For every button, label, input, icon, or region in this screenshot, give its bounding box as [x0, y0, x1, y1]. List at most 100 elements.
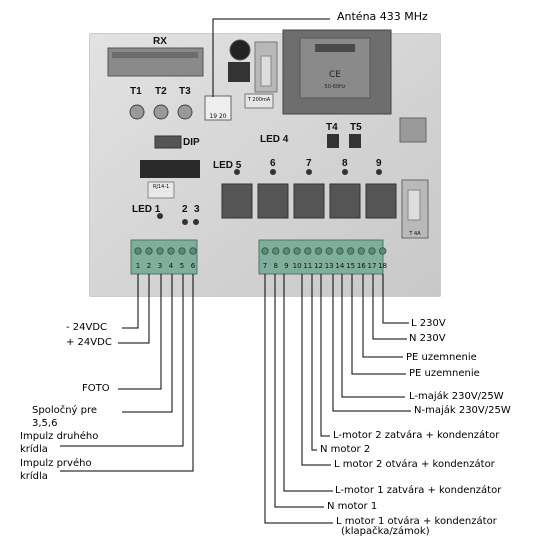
led-1 — [157, 213, 163, 219]
led6-label: 6 — [270, 158, 276, 169]
label-l-230v: L 230V — [411, 318, 446, 329]
rx-label: RX — [153, 36, 167, 47]
relay-2 — [257, 183, 289, 219]
led2-label: 2 — [182, 204, 188, 215]
label-impulz-druheho: Impulz druhého — [20, 431, 99, 442]
t4-label: T4 — [326, 122, 338, 133]
led8-label: 8 — [342, 158, 348, 169]
left-screw-1 — [134, 247, 142, 255]
label-l-majak: L-maják 230V/25W — [409, 391, 504, 402]
right-screw-13 — [325, 247, 333, 255]
right-terminal-number: 16 — [356, 262, 366, 270]
label-n-majak: N-maják 230V/25W — [414, 405, 511, 416]
small-fuse-label: T 200mA — [247, 97, 271, 103]
left-terminal-number: 3 — [157, 262, 163, 270]
large-fuse-label: T 4A — [409, 231, 421, 237]
transformer-ce: CE — [329, 70, 341, 80]
led-8 — [342, 169, 348, 175]
led7-label: 7 — [306, 158, 312, 169]
right-terminal-number: 17 — [367, 262, 377, 270]
left-terminal-number: 1 — [135, 262, 141, 270]
label-impulz-prveho: Impulz prvého — [20, 458, 92, 469]
led-2 — [182, 219, 188, 225]
relay-4 — [329, 183, 361, 219]
left-screw-4 — [167, 247, 175, 255]
label-n-motor2: N motor 2 — [320, 444, 371, 455]
left-wires — [60, 274, 194, 472]
right-screw-11 — [304, 247, 312, 255]
small-fuse — [244, 93, 274, 109]
label-pe-1: PE uzemnenie — [406, 352, 477, 363]
relay-1 — [221, 183, 253, 219]
t5-label: T5 — [350, 122, 362, 133]
t3-label: T3 — [179, 86, 191, 97]
label-neg-24vdc: - 24VDC — [66, 322, 108, 333]
right-screw-17 — [368, 247, 376, 255]
right-terminal-number: 12 — [314, 262, 323, 270]
left-screw-5 — [178, 247, 186, 255]
label-l-motor2-otvara: L motor 2 otvára + kondenzátor — [334, 459, 495, 470]
led-3 — [193, 219, 199, 225]
led-9 — [376, 169, 382, 175]
t2-label: T2 — [155, 86, 167, 97]
right-terminal-number: 13 — [324, 262, 334, 270]
label-n-230v: N 230V — [409, 333, 446, 344]
right-screw-8 — [272, 247, 280, 255]
led1-label: LED 1 — [132, 204, 161, 215]
right-wires — [264, 274, 411, 524]
left-screw-2 — [145, 247, 153, 255]
label-kridla-2: krídla — [20, 471, 48, 482]
label-kridla-1: krídla — [20, 444, 48, 455]
right-terminal-number: 8 — [273, 262, 278, 270]
led4-label: LED 4 — [260, 134, 289, 145]
trimmer-t3 — [177, 104, 193, 120]
right-terminal-number: 10 — [292, 262, 302, 270]
led-7 — [306, 169, 312, 175]
right-terminal-number: 15 — [346, 262, 356, 270]
right-terminal-number: 14 — [335, 262, 345, 270]
left-terminal-number: 6 — [190, 262, 196, 270]
right-screw-9 — [282, 247, 291, 255]
antenna-title: Anténa 433 MHz — [337, 10, 428, 23]
dip-switch — [154, 135, 182, 149]
left-screw-3 — [156, 247, 164, 255]
right-screw-15 — [346, 247, 355, 255]
terminal-block-right — [258, 239, 384, 275]
label-l-motor1-zatvara: L-motor 1 zatvára + kondenzátor — [335, 485, 502, 496]
right-screw-16 — [357, 247, 365, 255]
pcb-board — [89, 29, 441, 297]
transformer-freq: 50-60Hz — [324, 84, 346, 90]
relay-3 — [293, 183, 325, 219]
label-n-motor1: N motor 1 — [327, 501, 378, 512]
dip-label: DIP — [183, 137, 200, 148]
right-screw-14 — [336, 247, 344, 255]
left-terminal-number: 4 — [168, 262, 174, 270]
label-klapacka: (klapačka/zámok) — [341, 526, 430, 537]
right-screw-7 — [261, 247, 269, 255]
t1-label: T1 — [130, 86, 142, 97]
label-spolocny-2: 3,5,6 — [32, 418, 58, 429]
trimmer-t2 — [153, 104, 169, 120]
transistor-t5 — [349, 134, 361, 148]
relay-5 — [365, 183, 397, 219]
led-5 — [234, 169, 240, 175]
right-terminal-number: 18 — [378, 262, 388, 270]
trimmer-t1 — [129, 104, 145, 120]
label-l-motor2-zatvara: L-motor 2 zatvára + kondenzátor — [333, 430, 500, 441]
label-spolocny: Spoločný pre — [32, 405, 98, 416]
right-screw-10 — [293, 247, 301, 255]
terminal-block-left — [130, 239, 198, 275]
right-screw-18 — [379, 247, 387, 255]
left-terminal-number: 5 — [179, 262, 185, 270]
label-l-motor1-otvara: L motor 1 otvára + kondenzátor — [336, 516, 497, 527]
capacitor — [229, 39, 251, 61]
left-terminal-number: 2 — [146, 262, 152, 270]
coil — [399, 117, 427, 143]
antenna-terminal-block — [204, 95, 232, 121]
label-pe-2: PE uzemnenie — [409, 368, 480, 379]
chip-label: RJ14-1 — [152, 184, 170, 190]
antenna-terminals-label: 19 20 — [209, 113, 227, 120]
led9-label: 9 — [376, 158, 382, 169]
led-6 — [270, 169, 276, 175]
